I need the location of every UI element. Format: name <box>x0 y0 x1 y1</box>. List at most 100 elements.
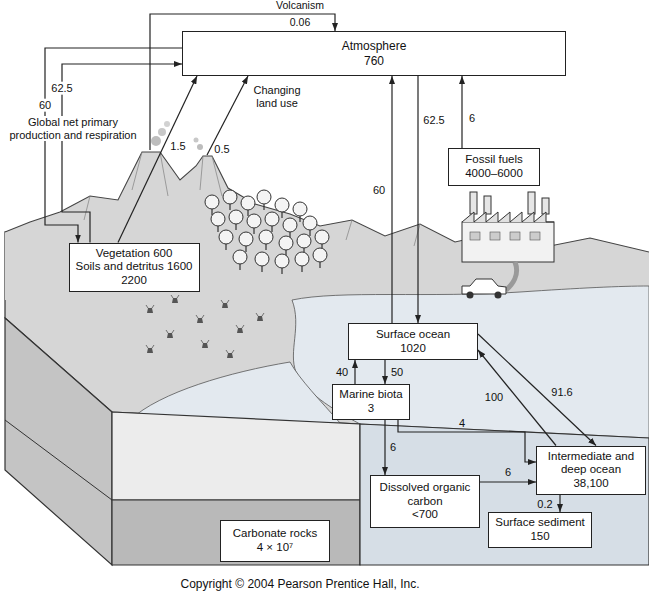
annotation-label: 0.06 <box>290 17 310 29</box>
stump-icon <box>171 295 179 303</box>
road <box>506 262 517 290</box>
reservoir-text: Surface ocean <box>376 328 450 342</box>
tree-icon <box>303 216 317 236</box>
reservoir-text: 4 × 10⁷ <box>257 541 293 555</box>
stump-icon <box>226 350 234 358</box>
reservoir-text: 4000–6000 <box>465 167 523 181</box>
reservoir-text: Fossil fuels <box>465 153 523 167</box>
reservoir-text: 1020 <box>400 342 426 356</box>
flux-arrow <box>354 360 355 384</box>
flux-arrow <box>461 76 462 148</box>
volcano-smoke <box>151 136 161 146</box>
ocean-cross-section <box>360 424 649 565</box>
flux-value: 62.5 <box>50 82 73 95</box>
chimney <box>542 198 549 214</box>
flux-arrow <box>559 495 560 513</box>
ocean-surface <box>292 286 649 438</box>
flux-arrow <box>417 76 418 323</box>
stump-icon <box>146 305 154 313</box>
car-wheel <box>495 292 502 299</box>
tree-icon <box>279 236 293 256</box>
factory-window <box>490 232 500 240</box>
carbonate-rock-layer <box>112 500 360 565</box>
factory-roof <box>462 212 554 222</box>
volcano-smoke <box>194 138 199 143</box>
mountain-range <box>5 152 649 300</box>
tree-icon <box>219 230 233 250</box>
tree-icon <box>297 234 311 254</box>
flux-arrow <box>118 76 197 243</box>
flux-value: 6 <box>389 441 397 454</box>
chimney <box>484 196 491 214</box>
tree-icon <box>233 250 247 270</box>
tree-icon <box>257 190 271 210</box>
flux-arrow <box>398 420 536 462</box>
reservoir-text: Vegetation 600 <box>96 247 173 261</box>
reservoir-text: 760 <box>364 54 384 68</box>
tree-icon <box>315 230 329 250</box>
flux-value: 6 <box>468 112 476 125</box>
reservoir-text: 38,100 <box>573 477 608 491</box>
reservoir-text: Carbonate rocks <box>233 527 317 541</box>
volcano-smoke <box>164 121 170 127</box>
tree-icon <box>255 252 269 272</box>
tree-icon <box>223 190 237 210</box>
reservoir-box: Surface sediment150 <box>488 512 592 548</box>
stump-icon <box>201 340 209 348</box>
caption-text: Copyright © 2004 Pearson Prentice Hall, … <box>181 578 420 592</box>
reservoir-box: Fossil fuels4000–6000 <box>448 148 540 186</box>
annotation-label: Volcanism <box>276 0 324 12</box>
reservoir-text: Soils and detritus 1600 <box>76 260 193 274</box>
tree-icon <box>275 254 289 274</box>
reservoir-text: Atmosphere <box>342 39 407 53</box>
tree-stumps <box>146 295 264 358</box>
flux-arrow <box>478 334 596 446</box>
flux-arrow <box>478 350 556 446</box>
tree-icon <box>295 252 309 272</box>
reservoir-text: 2200 <box>121 274 147 288</box>
reservoir-box: Marine biota3 <box>332 384 410 420</box>
tree-icon <box>259 230 273 250</box>
reservoir-text: <700 <box>412 508 438 522</box>
tree-icon <box>241 196 255 216</box>
reservoir-text: 3 <box>368 402 374 416</box>
chimney <box>528 192 535 214</box>
mountain-shading <box>84 152 500 252</box>
reservoir-box: Atmosphere760 <box>182 31 566 76</box>
reservoir-text: Dissolved organic carbon <box>375 481 475 508</box>
reservoir-box: Carbonate rocks4 × 10⁷ <box>220 520 330 562</box>
reservoir-box: Surface ocean1020 <box>348 323 478 360</box>
factory-window <box>470 232 480 240</box>
tree-icon <box>265 212 279 232</box>
flux-arrow <box>45 48 182 243</box>
stump-icon <box>146 345 154 353</box>
reservoir-text: Intermediate and deep ocean <box>541 450 641 477</box>
car-wheel <box>467 292 474 299</box>
tree-icon <box>247 214 261 234</box>
stump-icon <box>196 315 204 323</box>
stump-icon <box>166 330 174 338</box>
flux-value: 100 <box>484 391 504 404</box>
tree-icon <box>313 248 327 268</box>
flux-arrow <box>384 360 385 384</box>
stump-icon <box>256 313 264 321</box>
volcano-smoke <box>158 128 166 136</box>
flux-arrow <box>391 76 392 323</box>
land-cross-section <box>112 412 360 500</box>
volcano-smoke <box>197 144 203 150</box>
tree-icon <box>239 232 253 252</box>
flux-value: 4 <box>458 417 466 430</box>
flux-value: 62.5 <box>422 114 445 127</box>
factory-building <box>462 222 554 262</box>
reservoir-text: Surface sediment <box>495 516 585 530</box>
reservoir-text: 150 <box>530 530 549 544</box>
flux-value: 0.2 <box>536 498 553 511</box>
tree-icon <box>229 210 243 230</box>
flux-arrow <box>62 64 182 243</box>
flux-arrow <box>480 481 536 482</box>
factory-window <box>510 232 520 240</box>
flux-value: 1.5 <box>169 140 186 153</box>
flux-value: 40 <box>335 366 349 379</box>
reservoir-text: Marine biota <box>339 388 402 402</box>
annotation-label: 0.5 <box>214 143 229 156</box>
